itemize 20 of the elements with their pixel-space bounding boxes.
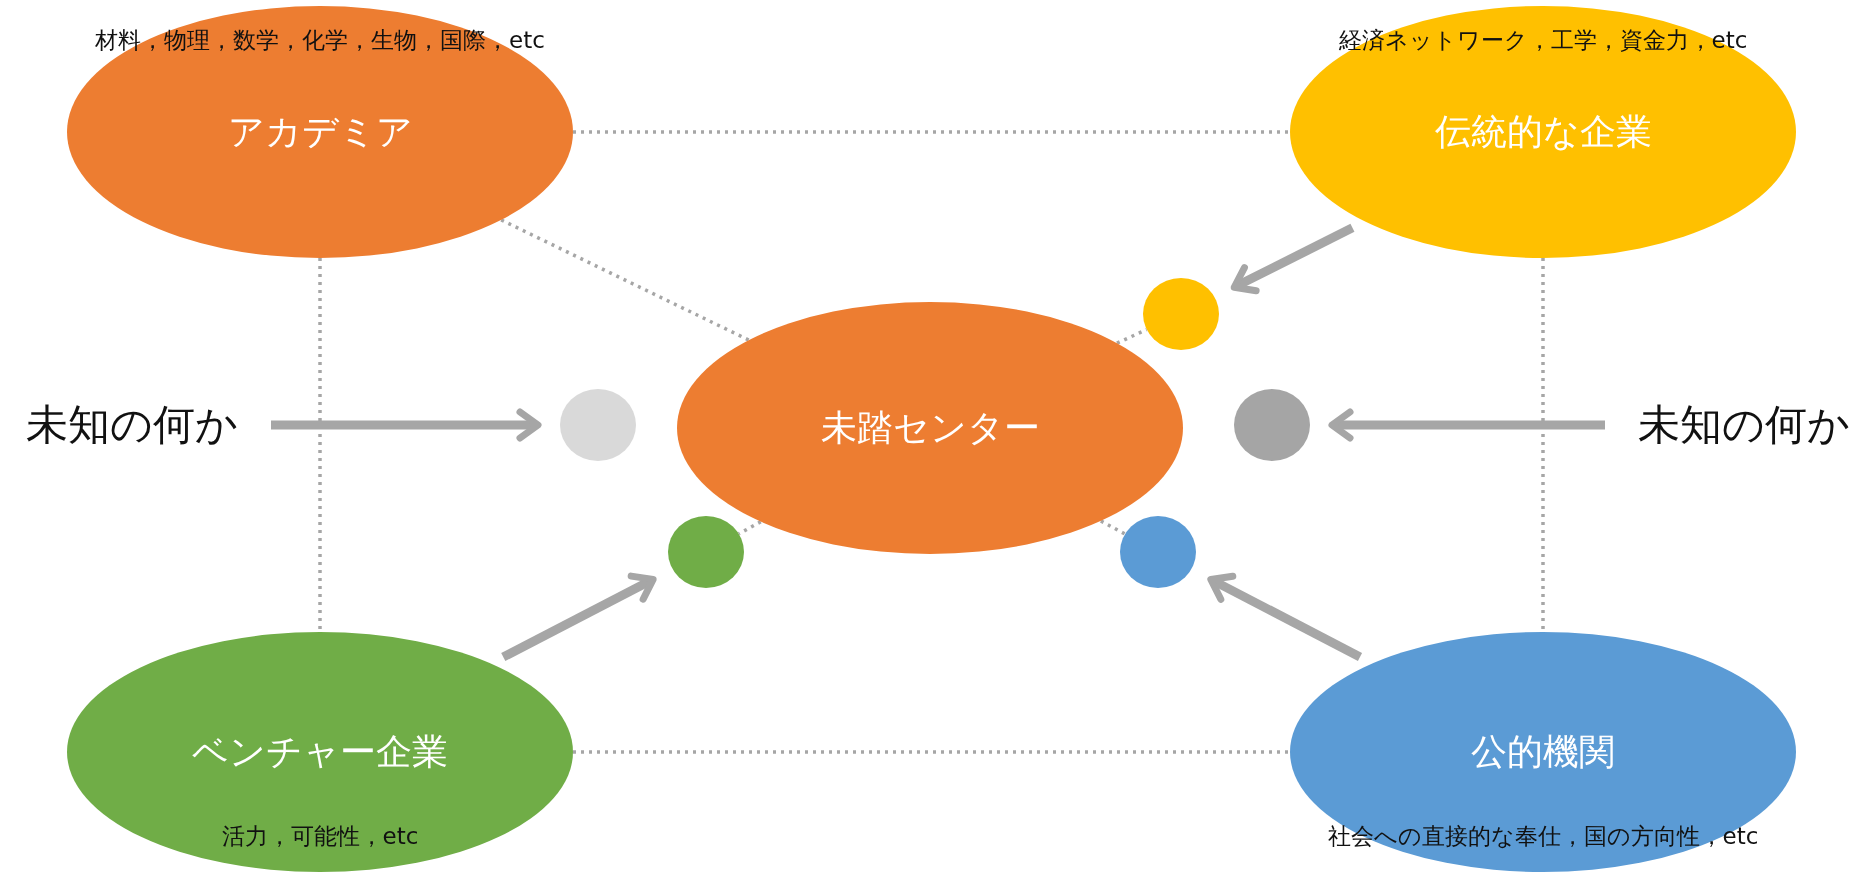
dotted-connector [1100, 519, 1126, 536]
node-note: 活力，可能性，etc [221, 821, 419, 851]
arrow [501, 572, 657, 662]
node-label: 未踏センター [820, 405, 1040, 450]
node-label: アカデミア [227, 109, 413, 154]
arrow [271, 408, 542, 442]
text-label: 未知の何か [7, 393, 257, 457]
arrow [1207, 572, 1363, 661]
node-label: 伝統的な企業 [1434, 109, 1652, 154]
dotted-connector [573, 750, 1290, 754]
text-label: 未知の何か [1619, 393, 1869, 457]
dotted-connector [500, 218, 750, 342]
dotted-connector [318, 258, 322, 632]
dotted-connector [573, 130, 1290, 134]
node-note: 材料，物理，数学，化学，生物，国際，etc [95, 25, 545, 55]
dotted-connector [1541, 258, 1545, 632]
arrow [1328, 408, 1605, 442]
node-label: ベンチャー企業 [192, 729, 448, 774]
node-label: 公的機関 [1471, 729, 1615, 774]
arrow [1230, 223, 1355, 295]
